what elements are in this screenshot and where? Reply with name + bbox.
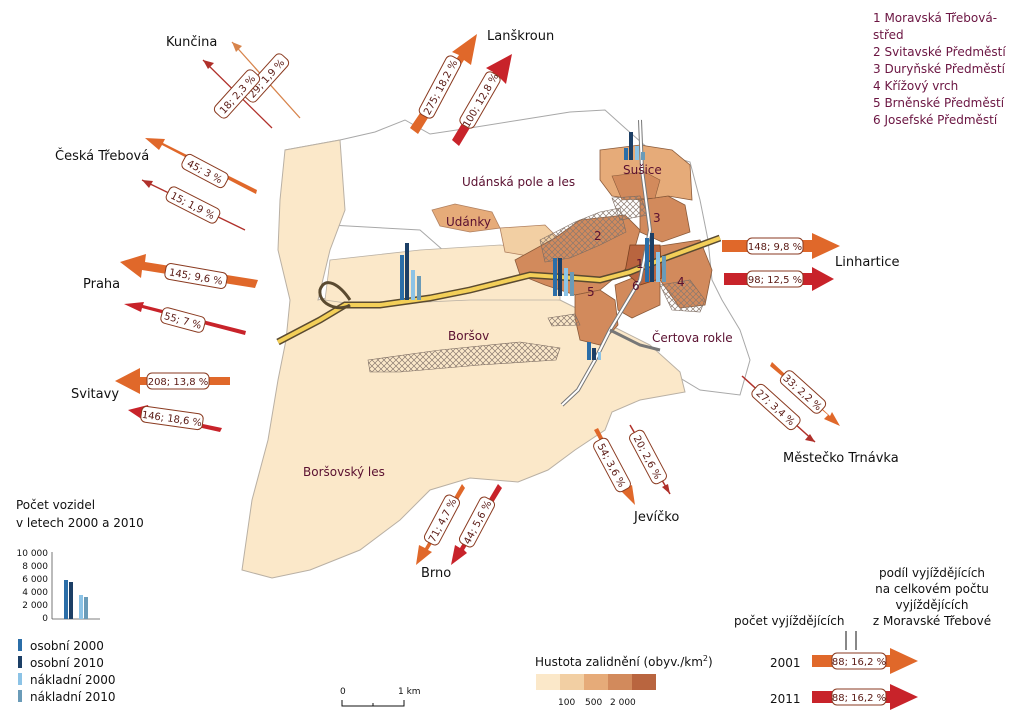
place-jevicko: Jevíčko [633,510,679,525]
susice-core [611,171,661,201]
district-item: 3 Duryňské Předměstí [873,62,1005,76]
place-praha: Praha [83,277,120,292]
place-mestecko: Městečko Trnávka [783,451,899,466]
density-tick: 100 [558,698,575,708]
district-number-5: 5 [587,285,595,299]
scale-one: 1 km [398,687,421,697]
vehicle-legend-title-2: v letech 2000 a 2010 [16,516,144,530]
vehicle-bars-district-5 [553,258,574,296]
axis-tick: 0 [42,614,48,624]
scale-bar: 0 1 km [340,687,421,707]
susice-label: Sušice [623,163,662,177]
legend-sample-2001: 88; 16,2 % [832,657,886,668]
udanska-label: Udánská pole a les [462,175,575,189]
industrial-zone [367,341,561,373]
vehicle-bars-susice [624,132,645,160]
district-item: 4 Křížový vrch [873,79,959,93]
district-item: 1 Moravská Třebová-střed [873,11,998,42]
district-number-3: 3 [653,211,661,225]
secondary-road [561,119,652,406]
axis-tick: 4 000 [22,588,48,598]
certova-label: Čertova rokle [652,330,733,345]
place-ceska: Česká Třebová [55,148,149,164]
scale-zero: 0 [340,687,346,697]
axis-tick: 6 000 [22,575,48,585]
flow-label-lanskroun-2011: 100; 12,8 % [461,72,501,130]
legend-year-2001: 2001 [770,656,801,670]
vehicle-legend: Počet vozidel v letech 2000 a 2010 10 00… [16,498,144,704]
borsovsky-label: Boršovský les [303,465,385,479]
flow-jevicko-2001: 54; 3,6 % [593,428,635,505]
district-item: 5 Brněnské Předměstí [873,96,1005,110]
density-tick: 500 [585,698,602,708]
share-line-1: podíl vyjíždějících [879,566,985,580]
flow-label-svitavy-2001: 208; 13,8 % [148,377,209,388]
axis-tick: 2 000 [22,601,48,611]
district-number-6: 6 [632,279,640,293]
legend-truck-2000: nákladní 2000 [30,673,116,687]
flow-jevicko-2011: 20; 2,6 % [629,424,671,495]
legend-year-2011: 2011 [770,692,801,706]
industrial-zone [547,313,581,327]
axis-tick: 10 000 [17,549,49,559]
axis-tick: 8 000 [22,562,48,572]
density-title-sup: 2 [703,654,708,663]
flow-praha-2001: 145; 9,6 % [120,254,258,289]
flow-label-linhartice-2001: 148; 9,8 % [748,242,802,253]
flow-legend: podíl vyjíždějících na celkovém počtu vy… [734,566,991,710]
place-kuncina: Kunčina [166,35,217,50]
legend-truck-2010: nákladní 2010 [30,690,116,704]
density-tick: 2 000 [610,698,636,708]
road-loop [318,281,352,310]
share-line-3: vyjíždějících [896,598,969,612]
vehicle-bars-borsov [400,243,421,300]
place-svitavy: Svitavy [71,387,119,402]
udanky-label: Udánky [446,215,491,229]
vehicle-bars-south [587,342,601,360]
vehicle-legend-title-1: Počet vozidel [16,498,95,512]
density-title: Hustota zalidnění (obyv./km [535,655,703,669]
share-line-4: z Moravské Třebové [873,614,991,628]
district-number-2: 2 [594,229,602,243]
svg-text:Hustota zalidnění (obyv./km2): Hustota zalidnění (obyv./km2) [535,654,713,669]
legend-car-2000: osobní 2000 [30,639,104,653]
place-linhartice: Linhartice [835,255,900,270]
flow-linhartice-2001: 148; 9,8 % [722,233,840,259]
vehicle-bars-center [645,233,666,282]
flow-svitavy-2001: 208; 13,8 % [115,368,230,394]
flow-ceska-2001: 45; 3 % [145,138,257,194]
legend-sample-2011: 88; 16,2 % [832,693,886,704]
flow-label-mestecko-2011: 27; 3,4 % [754,388,797,428]
count-label: počet vyjíždějících [734,614,844,628]
district-number-1: 1 [636,257,644,271]
district-list: 1 Moravská Třebová-střed 2 Svitavské Pře… [873,10,1024,129]
density-legend: Hustota zalidnění (obyv./km2) 100 500 2 … [535,654,713,708]
district-item: 6 Josefské Předměstí [873,113,998,127]
flow-praha-2011: 55; 7 % [124,302,246,335]
legend-car-2010: osobní 2010 [30,656,104,670]
borsov-label: Boršov [448,329,489,343]
industrial-zone [659,279,706,313]
share-line-2: na celkovém počtu [875,582,989,596]
district-number-4: 4 [677,275,685,289]
borsov-zone [324,244,561,306]
district-item: 2 Svitavské Předměstí [873,45,1006,59]
flow-label-linhartice-2011: 98; 12,5 % [748,275,802,286]
place-brno: Brno [421,566,451,581]
density-title-end: ) [708,655,713,669]
place-lanskroun: Lanškroun [487,29,554,44]
flow-linhartice-2011: 98; 12,5 % [724,267,834,291]
flow-ceska-2011: 15; 1,9 % [141,179,246,231]
flow-svitavy-2011: 146; 18,6 % [128,405,222,432]
side-road [609,328,661,352]
